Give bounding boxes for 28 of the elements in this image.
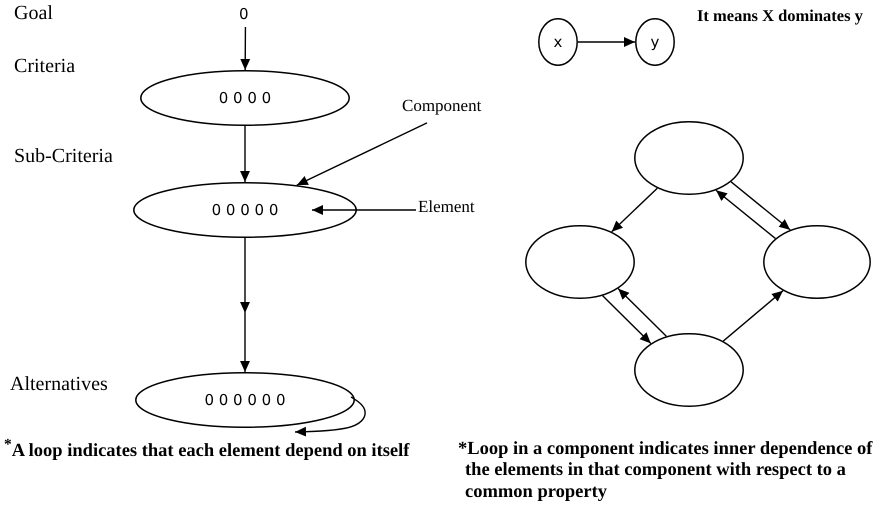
node-label: x (552, 34, 564, 50)
level-label: Alternatives (10, 373, 108, 396)
goal-label: 0 (239, 5, 249, 23)
legend-note: It means X dominates y (697, 6, 863, 26)
arrow (716, 190, 776, 239)
element-labels: 0 0 0 0 (218, 90, 272, 106)
level-label: Goal (14, 2, 53, 25)
leader-line (312, 205, 416, 215)
callout-label: Element (418, 197, 475, 217)
arrow (618, 288, 667, 337)
arrow (240, 238, 250, 372)
footnote: *Loop in a component indicates inner dependence of the elements in that component with respect to a common property (458, 439, 874, 503)
level-label: Criteria (14, 55, 76, 78)
arrow (722, 290, 784, 342)
arrow (240, 27, 250, 70)
footnote: $^{*}$A loop indicates that each element depend on itself (4, 436, 410, 462)
element-labels: 0 0 0 0 0 0 (203, 392, 287, 408)
node-label: y (650, 34, 660, 50)
arrow (611, 188, 658, 232)
element-labels: 0 0 0 0 0 (210, 202, 280, 218)
arrow (578, 37, 635, 47)
arrow (294, 396, 366, 437)
arrow (730, 181, 791, 230)
level-label: Sub-Criteria (14, 145, 113, 168)
leader-line (296, 122, 428, 186)
callout-label: Component (402, 96, 482, 116)
arrow (240, 126, 250, 182)
arrow (602, 295, 652, 344)
